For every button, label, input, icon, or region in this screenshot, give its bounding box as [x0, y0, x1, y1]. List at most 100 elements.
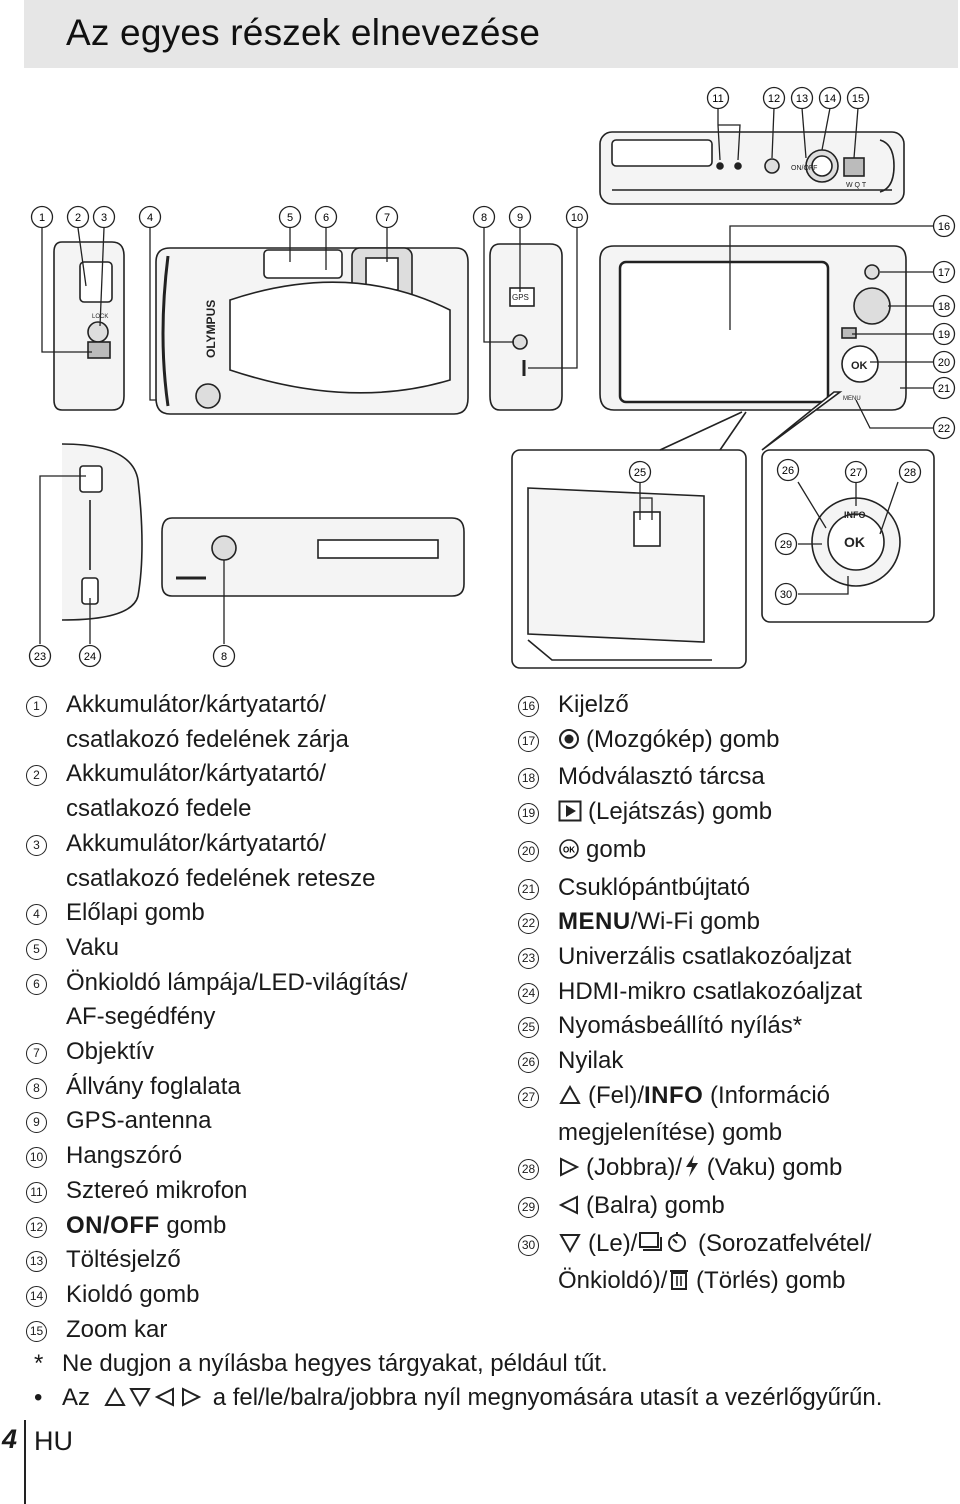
svg-text:18: 18: [938, 301, 950, 313]
part-number-badge: 22: [518, 913, 539, 935]
ok-button-icon: OK: [558, 836, 580, 871]
part-label: (Jobbra)/: [586, 1154, 683, 1182]
svg-text:17: 17: [938, 267, 950, 279]
part-label: Önkioldó)/: [558, 1267, 668, 1295]
svg-text:5: 5: [287, 212, 293, 224]
arrow-left-icon: [558, 1192, 580, 1227]
part-list-item: csatlakozó fedelének retesze: [26, 862, 496, 897]
svg-text:9: 9: [517, 212, 523, 224]
svg-text:20: 20: [938, 357, 950, 369]
language-code: HU: [34, 1426, 73, 1456]
svg-text:INFO: INFO: [844, 510, 866, 520]
svg-text:7: 7: [384, 212, 390, 224]
part-label: csatlakozó fedelének zárja: [66, 725, 349, 753]
part-list-item: 19(Lejátszás) gomb: [518, 795, 958, 833]
arrow-keys-note: •Az a fel/le/balra/jobbra nyíl megnyomás…: [34, 1384, 883, 1411]
on-off-label: ON/OFF: [791, 165, 817, 172]
asterisk-note: *Ne dugjon a nyílásba hegyes tárgyakat, …: [34, 1350, 608, 1377]
part-number-badge: 19: [518, 803, 539, 825]
svg-text:4: 4: [147, 212, 153, 224]
zoom-label: W Q T: [846, 182, 867, 189]
part-list-item: 25 Nyomásbeállító nyílás*: [518, 1009, 958, 1044]
part-number-badge: 26: [518, 1052, 539, 1074]
top-callouts: 11 12 13 14 15: [706, 86, 870, 110]
camera-right-side-view: GPS: [489, 243, 563, 411]
part-label: Akkumulátor/kártyatartó/: [66, 760, 327, 788]
svg-text:8: 8: [221, 651, 227, 663]
part-number-badge: 16: [518, 696, 539, 717]
part-number-badge: 17: [518, 730, 539, 752]
svg-text:OK: OK: [844, 534, 865, 550]
part-number-badge: 10: [26, 1147, 47, 1169]
part-label: megjelenítése) gomb: [558, 1119, 783, 1147]
part-list-item: Önkioldó)/ (Törlés) gomb: [518, 1264, 958, 1302]
part-number-badge: 14: [26, 1285, 47, 1307]
camera-top-view: ON/OFF W Q T: [599, 131, 905, 205]
svg-text:28: 28: [904, 467, 916, 479]
part-label: Nyomásbeállító nyílás*: [558, 1012, 803, 1040]
svg-text:15: 15: [852, 93, 864, 105]
part-number-badge: 20: [518, 840, 539, 862]
part-number-badge: 3: [26, 834, 47, 856]
part-number-badge: 7: [26, 1043, 47, 1065]
arrow-down-icon: [558, 1230, 582, 1265]
part-label: /Wi-Fi gomb: [630, 908, 761, 936]
brand-logo: OLYMPUS: [204, 300, 218, 358]
svg-text:22: 22: [938, 423, 950, 435]
part-list-item: 3 Akkumulátor/kártyatartó/: [26, 827, 496, 862]
part-number-badge: 25: [518, 1017, 539, 1039]
part-list-item: megjelenítése) gomb: [518, 1116, 958, 1151]
playback-icon: [558, 798, 582, 833]
part-number-badge: 15: [26, 1320, 47, 1342]
footer-divider: [24, 1420, 26, 1504]
part-label: Univerzális csatlakozóaljzat: [558, 942, 852, 970]
svg-text:24: 24: [84, 651, 96, 663]
svg-text:MENU: MENU: [843, 396, 861, 402]
part-number-badge: 23: [518, 947, 539, 969]
trash-icon: [669, 1267, 689, 1302]
part-number-badge: 2: [26, 765, 47, 787]
svg-text:2: 2: [75, 212, 81, 224]
part-label: (Mozgókép) gomb: [586, 725, 780, 753]
part-label: csatlakozó fedele: [66, 795, 252, 823]
page-number: 4: [2, 1424, 18, 1454]
page-title: Az egyes részek elnevezése: [66, 12, 541, 53]
part-number-badge: 29: [518, 1196, 539, 1218]
part-label: Önkioldó lámpája/LED-világítás/: [66, 968, 408, 996]
svg-text:11: 11: [712, 93, 723, 105]
part-number-badge: 1: [26, 696, 47, 717]
camera-connector-view: [61, 443, 143, 621]
part-label: Zoom kar: [66, 1315, 168, 1343]
part-label: Akkumulátor/kártyatartó/: [66, 829, 327, 857]
svg-text:8: 8: [481, 212, 487, 224]
inset-boxes: OK INFO: [511, 391, 935, 669]
part-list-item: 28(Jobbra)/ (Vaku) gomb: [518, 1151, 958, 1189]
part-label: csatlakozó fedelének retesze: [66, 864, 376, 892]
part-label: (Balra) gomb: [586, 1191, 725, 1219]
gps-label: GPS: [512, 293, 529, 302]
part-label: Állvány foglalata: [66, 1072, 241, 1100]
part-number-badge: 5: [26, 938, 47, 960]
part-list-item: 10 Hangszóró: [26, 1139, 496, 1174]
part-label: Akkumulátor/kártyatartó/: [66, 691, 327, 718]
title-bar: Az egyes részek elnevezése: [24, 0, 958, 68]
part-list-item: 29 (Balra) gomb: [518, 1189, 958, 1227]
part-number-badge: 11: [26, 1181, 47, 1203]
svg-text:30: 30: [780, 589, 792, 601]
part-list-item: 2 Akkumulátor/kártyatartó/: [26, 757, 496, 792]
part-list-item: 17 (Mozgókép) gomb: [518, 723, 958, 761]
camera-back-view: OK MENU: [599, 245, 907, 411]
part-label: (Sorozatfelvétel/: [691, 1229, 872, 1257]
part-number-badge: 13: [26, 1251, 47, 1273]
part-label: Hangszóró: [66, 1142, 183, 1170]
svg-text:3: 3: [101, 212, 107, 224]
part-label: (Fel)/: [588, 1081, 644, 1109]
part-number-badge: 9: [26, 1112, 47, 1134]
svg-text:6: 6: [323, 212, 329, 224]
